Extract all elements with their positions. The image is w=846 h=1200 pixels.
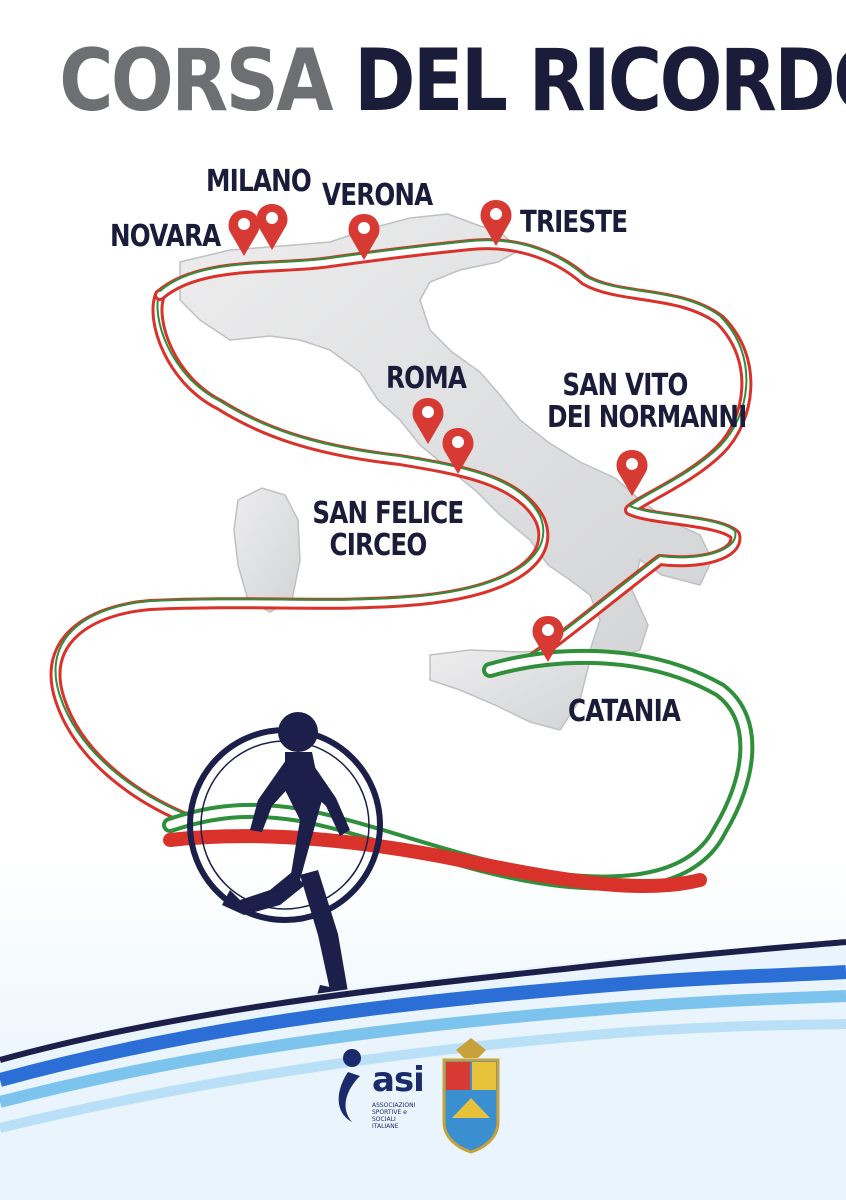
pin-trieste-icon (480, 200, 512, 246)
pin-verona-icon (348, 214, 380, 260)
label-novara: NOVARA (110, 219, 221, 254)
pin-novara-icon (228, 210, 260, 256)
poster-title: CORSA DEL RICORDO (59, 38, 846, 124)
sicily-shape (429, 649, 591, 731)
pin-san-vito-icon (616, 450, 648, 496)
label-trieste: TRIESTE (520, 205, 628, 240)
pin-catania-icon (532, 616, 564, 662)
pin-roma-icon (412, 398, 444, 444)
pin-san-felice-icon (442, 428, 474, 474)
asi-subtitle-line1: ASSOCIAZIONI (372, 1102, 416, 1109)
runner-silhouette-icon (222, 712, 355, 1002)
bottom-waves (0, 939, 846, 1200)
title-corsa: CORSA (59, 31, 333, 131)
title-del-ricordo: DEL RICORDO (354, 31, 846, 131)
crest-icon (442, 1038, 500, 1154)
label-verona: VERONA (322, 178, 433, 213)
asi-logo-subtitle: ASSOCIAZIONI SPORTIVE e SOCIALI ITALIANE (372, 1102, 428, 1130)
label-catania: CATANIA (568, 694, 681, 729)
pin-milano-icon (256, 204, 288, 250)
map-pins (228, 200, 648, 662)
label-milano: MILANO (206, 164, 312, 199)
label-san-vito-line1: SAN VITO (562, 368, 688, 403)
sardinia-shape (233, 487, 301, 613)
asi-logo-icon (338, 1049, 361, 1122)
label-roma: ROMA (386, 361, 467, 396)
label-san-vito: SAN VITO DEI NORMANNI (547, 368, 747, 435)
asi-subtitle-line2: SPORTIVE e SOCIALI (372, 1109, 407, 1123)
asi-subtitle-line3: ITALIANE (372, 1123, 399, 1130)
label-san-felice-line2: CIRCEO (329, 527, 427, 563)
label-san-felice-line1: SAN FELICE (312, 496, 464, 531)
label-san-felice: SAN FELICE CIRCEO (312, 496, 464, 563)
label-san-vito-line2: DEI NORMANNI (547, 399, 747, 435)
asi-logo-name: asi (372, 1060, 425, 1100)
